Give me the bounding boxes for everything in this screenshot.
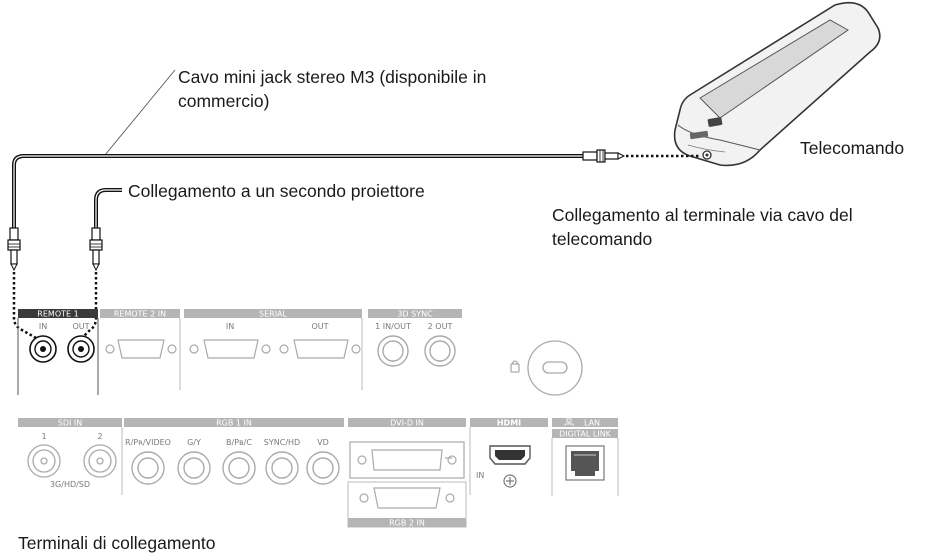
rgb1-port-g: G/Y [187, 438, 201, 447]
sdi-1-label: 1 [41, 432, 46, 441]
remote1-out-label: OUT [72, 322, 89, 331]
rgb1-port-b: B/Pʙ/C [226, 438, 252, 447]
lan-title: LAN [584, 419, 600, 428]
mini-jack-plug-right [582, 149, 626, 163]
cable-label: Cavo mini jack stereo M3 (disponibile in [178, 67, 487, 87]
cable-leader-line [104, 69, 176, 156]
upper-terminal-panel: REMOTE 1 IN OUT REMOTE 2 IN SERIAL IN OU… [17, 309, 583, 396]
serial-in-port [189, 339, 271, 359]
sdi-format-label: 3G/HD/SD [50, 480, 90, 489]
mini-jack-plug-in [7, 227, 21, 272]
sync3d-title: 3D SYNC [397, 310, 433, 319]
rj45-port [565, 445, 605, 481]
sync-jacks [377, 335, 456, 367]
sync-out-label: 2 OUT [428, 322, 453, 331]
mini-jack-plug-out [89, 227, 103, 272]
remote-label: Telecomando [800, 138, 905, 158]
second-projector-label: Collegamento a un secondo proiettore [128, 181, 425, 201]
remote1-out-jack [67, 335, 95, 363]
dotted-link-out [81, 272, 98, 339]
digital-link-title: DIGITAL LINK [559, 430, 612, 439]
wired-connection-label: Collegamento al terminale via cavo del [552, 205, 853, 225]
remote2-title: REMOTE 2 IN [114, 310, 166, 319]
remote2-dsub-port [105, 339, 177, 359]
lower-terminal-panel: SDI IN 1 2 3G/HD/SD RGB 1 IN R/Pʀ/VIDEO … [18, 418, 619, 528]
remote1-in-label: IN [39, 322, 47, 331]
sdi-2-label: 2 [97, 432, 102, 441]
rgb1-rca-connectors [131, 451, 340, 485]
hdmi-in-label: IN [476, 471, 484, 480]
rgb2-vga-port [359, 487, 455, 509]
serial-out-label: OUT [311, 322, 328, 331]
second-projector-cable [94, 188, 122, 228]
serial-out-port [279, 339, 361, 359]
rgb2-title: RGB 2 IN [389, 519, 425, 528]
security-slot [510, 340, 583, 396]
hdmi-title: HDMI [497, 419, 521, 428]
dotted-link-in [12, 272, 37, 340]
remote1-in-jack [29, 335, 57, 363]
wired-connection-label-line2: telecomando [552, 229, 653, 249]
dvi-port [349, 441, 465, 479]
rgb1-title: RGB 1 IN [216, 419, 252, 428]
cable-label-line2: commercio) [178, 91, 270, 111]
rgb1-port-r: R/Pʀ/VIDEO [125, 438, 171, 447]
hdmi-port [489, 445, 531, 488]
lan-icon [564, 418, 574, 426]
dvi-title: DVI-D IN [390, 419, 424, 428]
terminals-label: Terminali di collegamento [18, 533, 216, 553]
rgb1-port-sync: SYNC/HD [264, 438, 300, 447]
remote-control-illustration [673, 1, 881, 167]
sync-in-out-label: 1 IN/OUT [375, 322, 411, 331]
serial-in-label: IN [226, 322, 234, 331]
remote1-title: REMOTE 1 [37, 310, 78, 319]
sdi-bnc-connectors [27, 444, 117, 478]
rgb1-port-vd: VD [317, 438, 329, 447]
serial-title: SERIAL [259, 310, 288, 319]
sdi-title: SDI IN [58, 419, 83, 428]
